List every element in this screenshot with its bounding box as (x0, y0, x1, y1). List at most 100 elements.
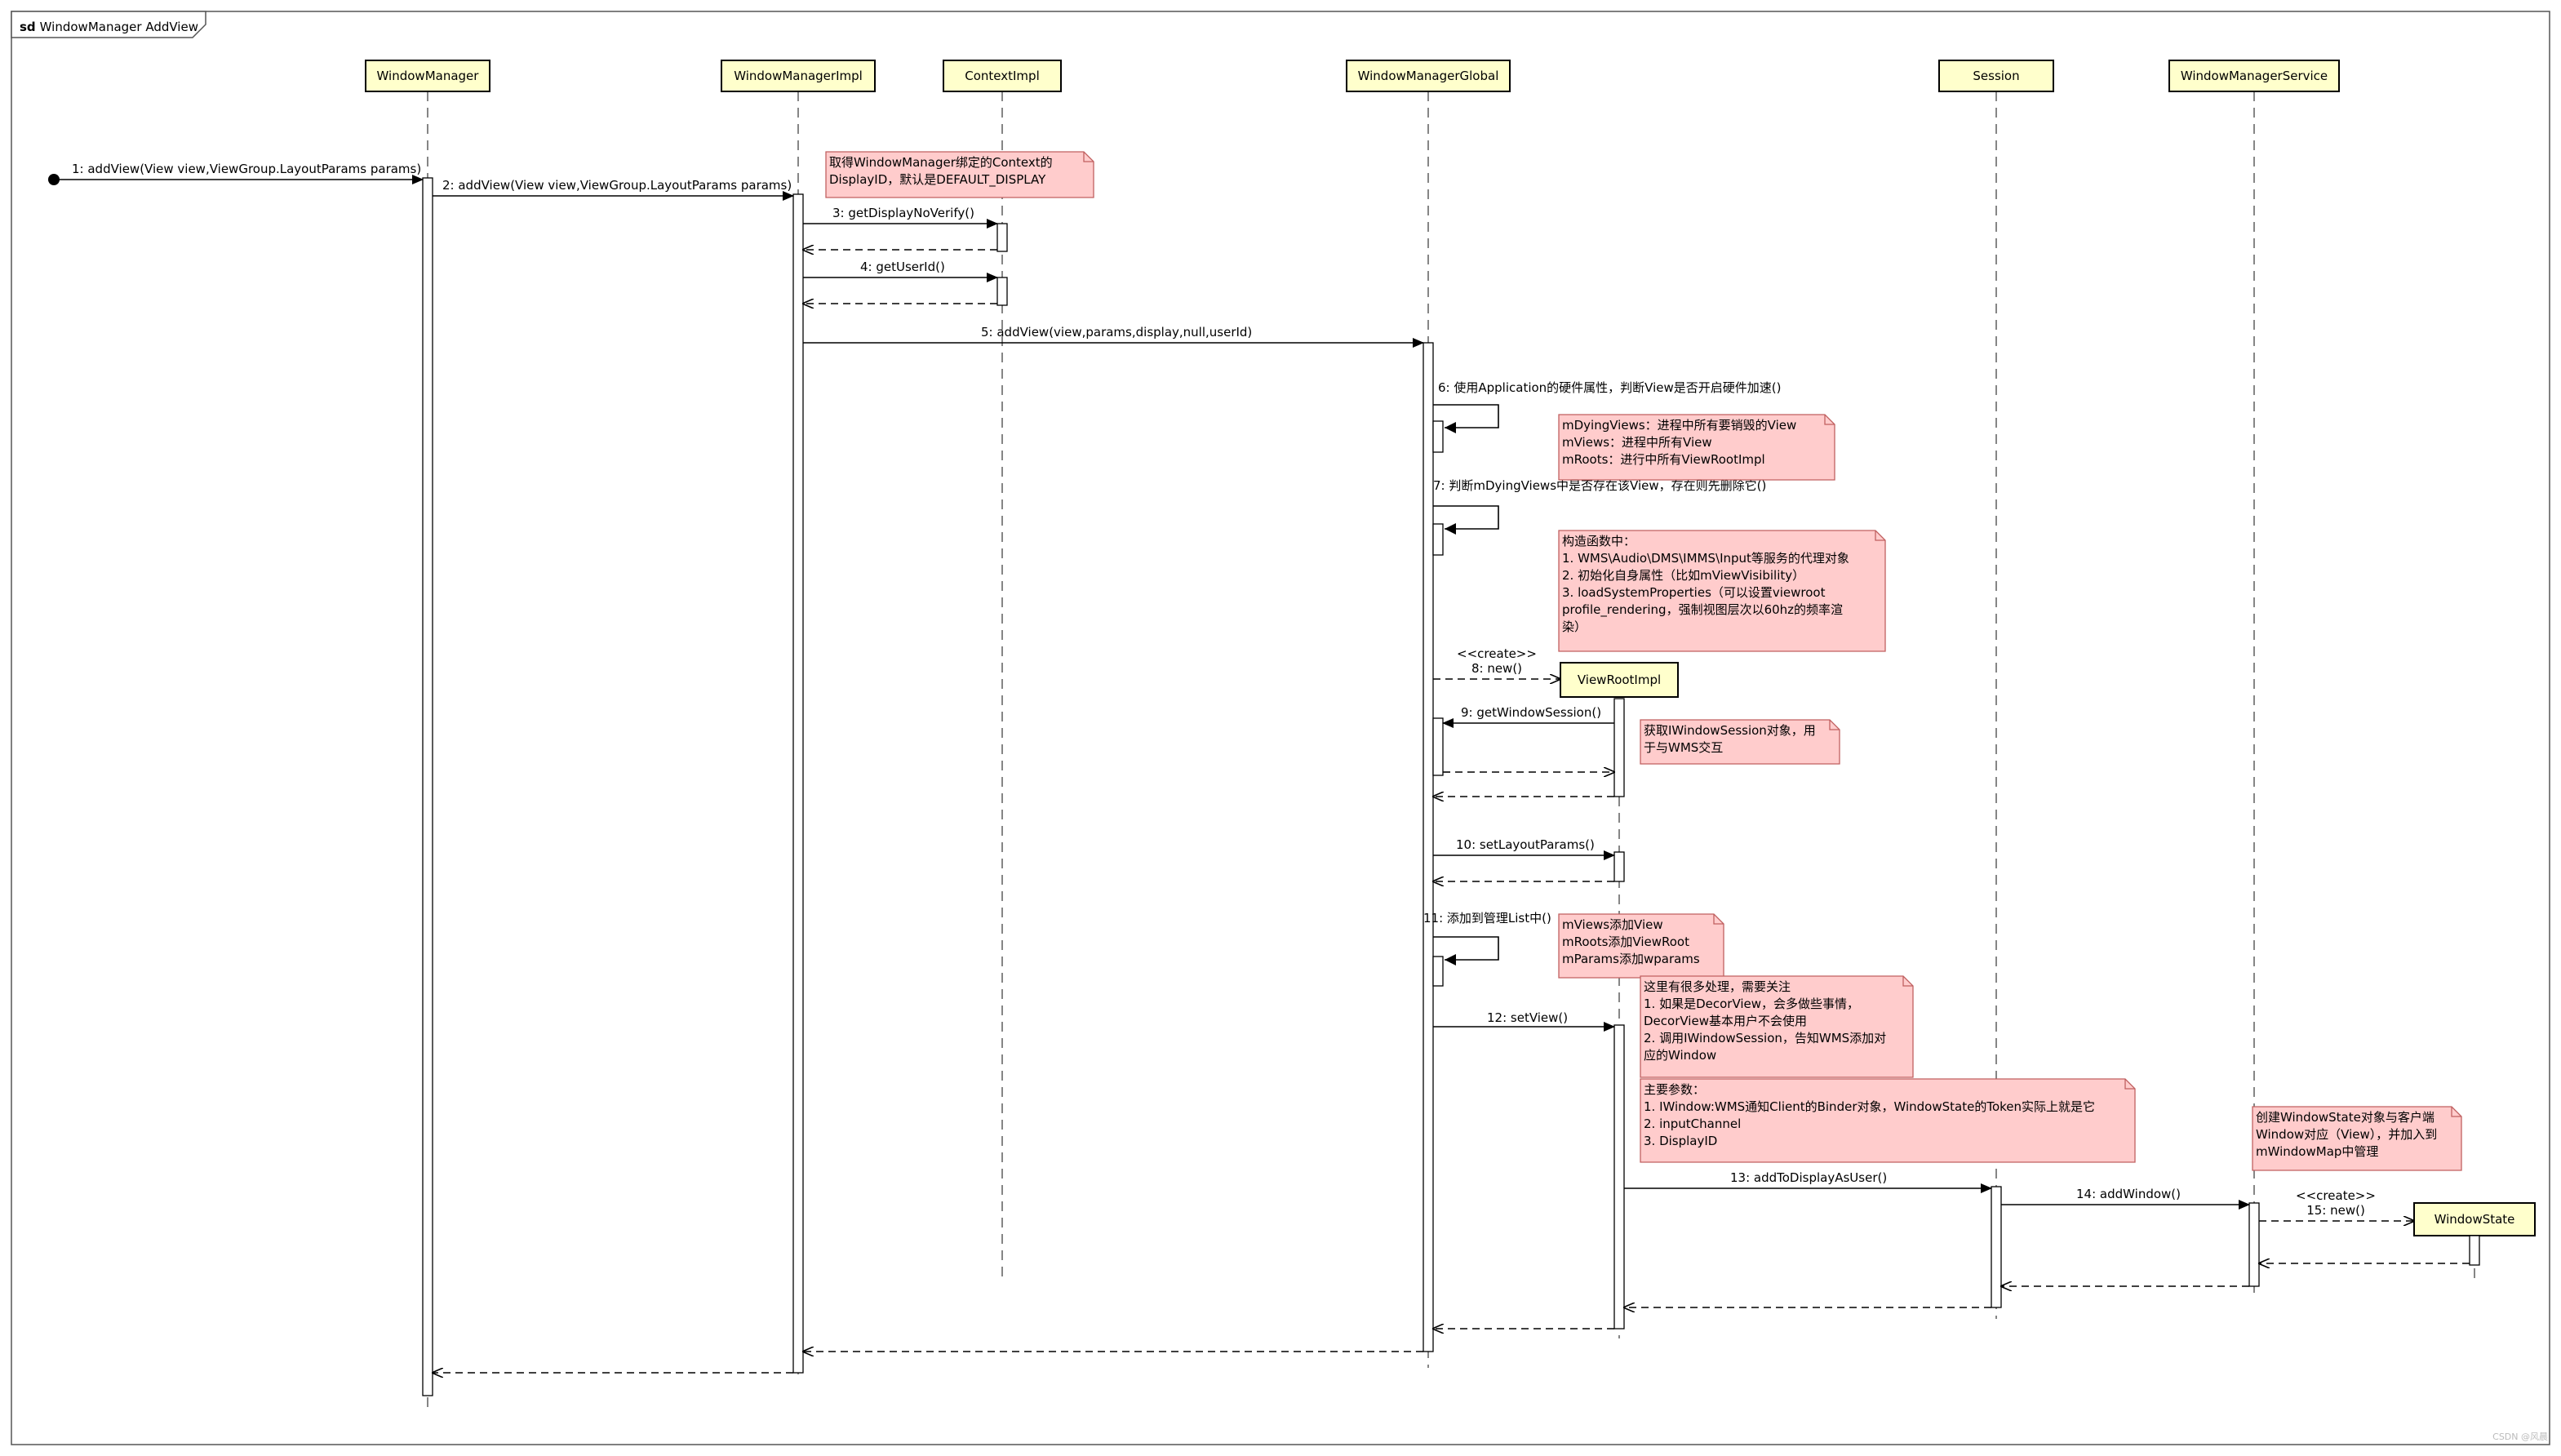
activation-wmg-self-9 (1432, 717, 1444, 776)
message-stereotype: <<create>> (2296, 1188, 2376, 1203)
lifeline-windowmanagerglobal[interactable]: WindowManagerGlobal (1346, 60, 1511, 92)
message-4[interactable]: 4: getUserId() (803, 260, 998, 282)
message-12[interactable]: 12: setView() (1433, 1010, 1615, 1032)
lifeline-viewrootimpl[interactable]: ViewRootImpl (1560, 662, 1679, 698)
activation-contextimpl-1 (996, 223, 1008, 252)
note-2: mDyingViews：进程中所有要销毁的View mViews：进程中所有Vie… (1558, 414, 1835, 481)
message-label: 3: getDisplayNoVerify() (832, 206, 974, 220)
message-label: 7: 判断mDyingViews中是否存在该View，存在则先删除它() (1433, 478, 1766, 493)
lifeline-session[interactable]: Session (1938, 60, 2054, 92)
activation-wmg-self-6 (1432, 420, 1444, 453)
note-line: 应的Window (1644, 1048, 1716, 1063)
message-1[interactable]: 1: addView(View view,ViewGroup.LayoutPar… (48, 162, 424, 185)
note-line: mDyingViews：进程中所有要销毁的View (1562, 418, 1796, 433)
lifeline-windowstate[interactable]: WindowState (2413, 1202, 2536, 1236)
note-5: mViews添加View mRoots添加ViewRoot mParams添加wpa… (1558, 913, 1724, 979)
activation-session (1991, 1186, 2002, 1308)
note-line: 2. 调用IWindowSession，告知WMS添加对 (1644, 1031, 1886, 1045)
lifeline-label: ContextImpl (965, 69, 1040, 83)
note-line: Window对应（View），并加入到 (2256, 1127, 2437, 1142)
activation-wmg-self-7 (1432, 523, 1444, 556)
message-5[interactable]: 5: addView(view,params,display,null,user… (803, 325, 1424, 348)
lifeline-label: WindowManagerService (2181, 69, 2328, 83)
note-line: 于与WMS交互 (1644, 740, 1723, 755)
note-line: mViews：进程中所有View (1562, 435, 1712, 450)
lifeline-windowmanager[interactable]: WindowManager (365, 60, 490, 92)
activation-viewrootimpl-3 (1613, 1024, 1625, 1329)
lifeline-label: WindowManagerImpl (734, 69, 863, 83)
note-line: 获取IWindowSession对象，用 (1644, 723, 1816, 738)
activation-windowmanagerservice (2248, 1202, 2260, 1287)
note-line: mRoots添加ViewRoot (1562, 934, 1689, 949)
activation-bars (422, 177, 2480, 1396)
note-8: 创建WindowState对象与客户端 Window对应（View），并加入到 mW… (2252, 1106, 2462, 1171)
note-1: 取得WindowManager绑定的Context的 DisplayID，默认是D… (825, 151, 1094, 198)
activation-contextimpl-2 (996, 277, 1008, 306)
message-label: 15: new() (2306, 1203, 2365, 1218)
message-8-create[interactable]: <<create>> 8: new() (1433, 646, 1560, 679)
note-line: 3. loadSystemProperties（可以设置viewroot (1562, 585, 1826, 600)
lifeline-windowmanagerimpl[interactable]: WindowManagerImpl (721, 60, 876, 92)
note-3: 构造函数中： 1. WMS\Audio\DMS\IMMS\Input等服务的代理对… (1558, 530, 1886, 652)
activation-viewrootimpl-2 (1613, 851, 1625, 882)
note-line: profile_rendering，强制视图层次以60hz的频率渲 (1562, 602, 1843, 618)
lifeline-label: WindowManager (377, 69, 480, 83)
activation-windowmanagerimpl (792, 193, 804, 1374)
lifeline-label: ViewRootImpl (1578, 673, 1661, 687)
note-line: 1. WMS\Audio\DMS\IMMS\Input等服务的代理对象 (1562, 551, 1849, 566)
message-label: 2: addView(View view,ViewGroup.LayoutPar… (442, 178, 792, 193)
note-line: 主要参数： (1644, 1082, 1705, 1097)
note-line: 这里有很多处理，需要关注 (1644, 979, 1791, 994)
note-line: DisplayID，默认是DEFAULT_DISPLAY (829, 172, 1046, 188)
message-label: 13: addToDisplayAsUser() (1730, 1170, 1887, 1185)
activation-windowmanagerglobal (1423, 342, 1434, 1352)
message-label: 6: 使用Application的硬件属性，判断View是否开启硬件加速() (1438, 380, 1781, 395)
message-label: 1: addView(View view,ViewGroup.LayoutPar… (72, 162, 421, 176)
lifeline-windowmanagerservice[interactable]: WindowManagerService (2168, 60, 2340, 92)
message-label: 9: getWindowSession() (1461, 705, 1601, 720)
note-line: 取得WindowManager绑定的Context的 (829, 155, 1053, 170)
lifeline-label: WindowManagerGlobal (1358, 69, 1499, 83)
message-label: 11: 添加到管理List中() (1423, 911, 1551, 926)
note-line: 创建WindowState对象与客户端 (2256, 1110, 2435, 1125)
note-line: mRoots：进行中所有ViewRootImpl (1562, 452, 1765, 467)
message-6-self[interactable]: 6: 使用Application的硬件属性，判断View是否开启硬件加速() (1433, 380, 1781, 433)
message-11-self[interactable]: 11: 添加到管理List中() (1423, 911, 1551, 965)
message-13[interactable]: 13: addToDisplayAsUser() (1624, 1170, 1992, 1193)
note-line: 构造函数中： (1562, 534, 1636, 548)
message-14[interactable]: 14: addWindow() (2001, 1187, 2250, 1210)
note-7: 主要参数： 1. IWindow:WMS通知Client的Binder对象，Win… (1640, 1078, 2136, 1163)
activation-windowstate (2469, 1235, 2480, 1266)
message-2[interactable]: 2: addView(View view,ViewGroup.LayoutPar… (433, 178, 794, 201)
note-line: mViews添加View (1562, 917, 1663, 932)
note-line: 2. inputChannel (1644, 1116, 1741, 1131)
note-line: 2. 初始化自身属性（比如mViewVisibility） (1562, 568, 1804, 583)
message-9[interactable]: 9: getWindowSession() (1442, 705, 1614, 728)
lifeline-contextimpl[interactable]: ContextImpl (943, 60, 1062, 92)
message-7-self[interactable]: 7: 判断mDyingViews中是否存在该View，存在则先删除它() (1433, 478, 1766, 535)
activation-wmg-self-11 (1432, 956, 1444, 987)
message-label: 8: new() (1471, 661, 1522, 676)
message-15-create[interactable]: <<create>> 15: new() (2259, 1188, 2414, 1221)
message-10[interactable]: 10: setLayoutParams() (1433, 837, 1615, 860)
watermark: CSDN @风晨 (2492, 1432, 2548, 1442)
note-line: mParams添加wparams (1562, 952, 1700, 966)
message-label: 10: setLayoutParams() (1456, 837, 1595, 852)
message-label: 4: getUserId() (860, 260, 945, 274)
lifeline-label: Session (1973, 69, 2019, 83)
note-line: 1. 如果是DecorView，会多做些事情， (1644, 997, 1859, 1011)
note-line: mWindowMap中管理 (2256, 1144, 2378, 1159)
message-label: 14: addWindow() (2076, 1187, 2181, 1201)
note-line: 1. IWindow:WMS通知Client的Binder对象，WindowSt… (1644, 1099, 2095, 1114)
message-3[interactable]: 3: getDisplayNoVerify() (803, 206, 998, 229)
notes: 取得WindowManager绑定的Context的 DisplayID，默认是D… (825, 151, 2462, 1171)
note-line: 染） (1562, 619, 1587, 634)
message-label: 5: addView(view,params,display,null,user… (981, 325, 1252, 340)
message-stereotype: <<create>> (1457, 646, 1537, 661)
activation-viewrootimpl-1 (1613, 698, 1625, 797)
